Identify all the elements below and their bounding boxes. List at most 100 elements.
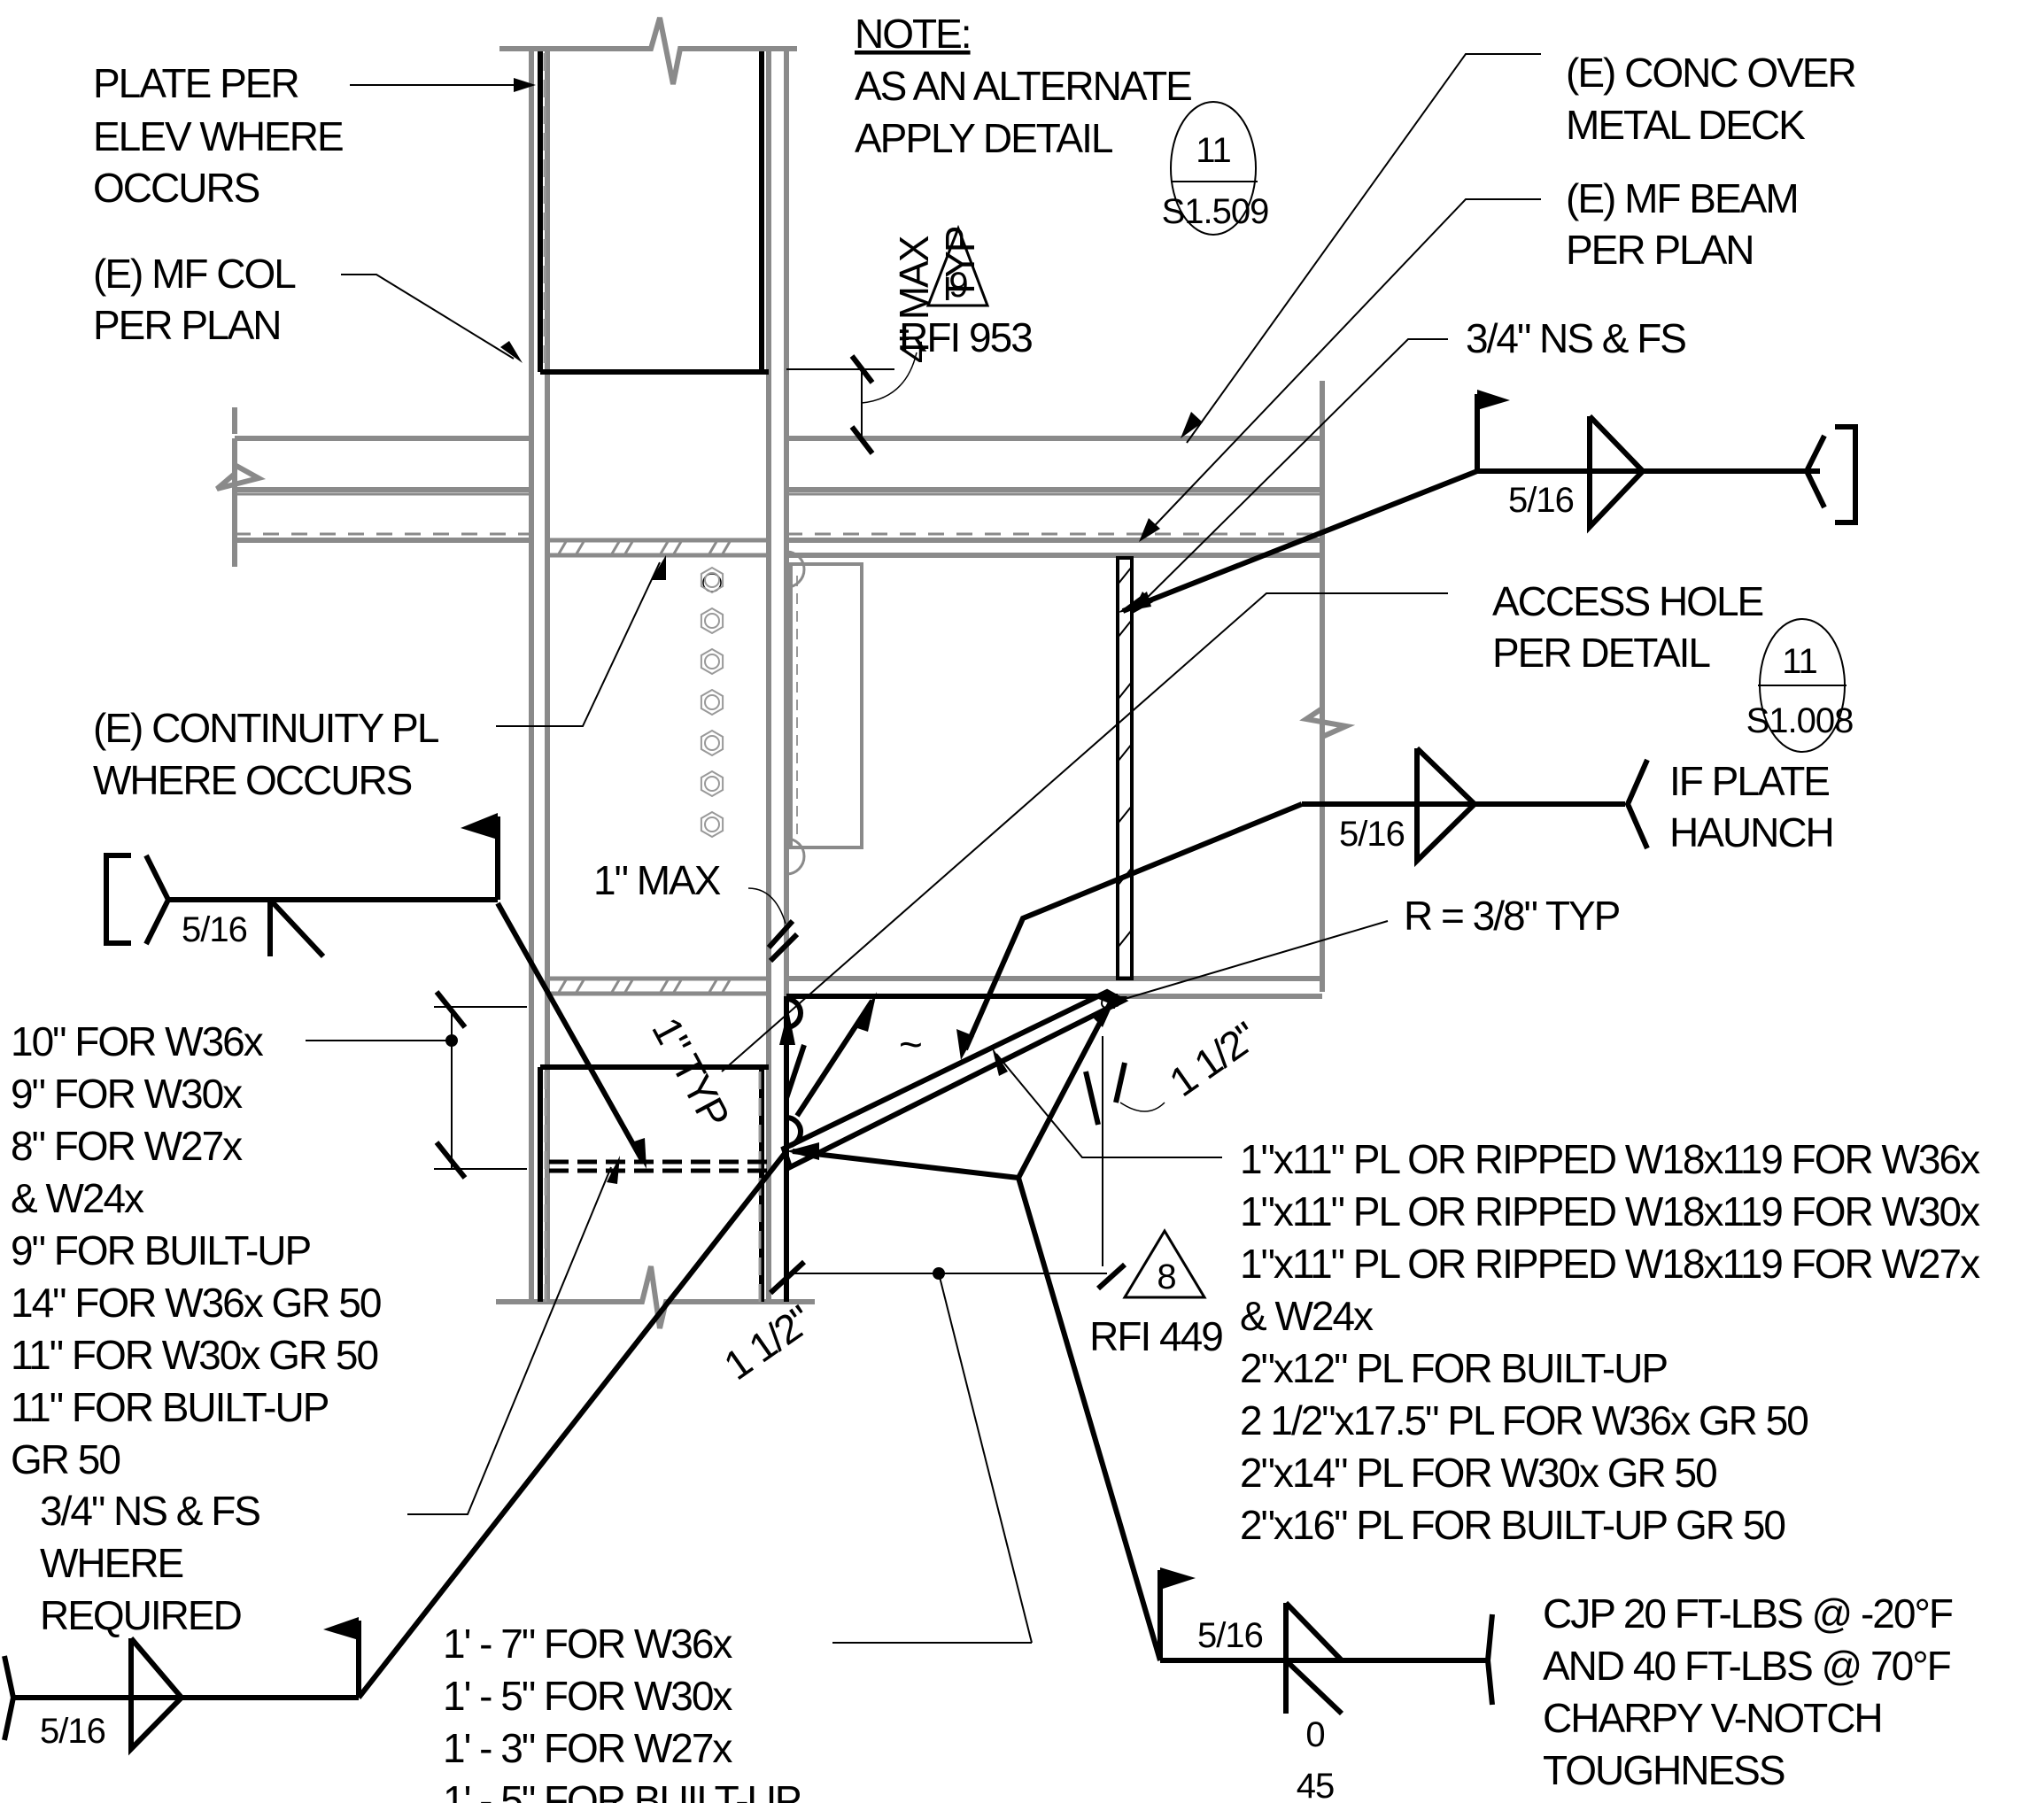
weld-groove-angle: 45 bbox=[1297, 1767, 1335, 1803]
list-item: 9" FOR BUILT-UP bbox=[11, 1227, 311, 1273]
callout-text: WHERE OCCURS bbox=[93, 757, 412, 803]
dim-text-4in-max: 4" MAX TYP bbox=[891, 227, 983, 363]
list-item: 2"x16" PL FOR BUILT-UP GR 50 bbox=[1240, 1502, 1785, 1548]
continuity-plate-bottom bbox=[545, 976, 771, 996]
weld-leaders bbox=[356, 468, 1479, 1699]
note-title: NOTE: bbox=[855, 11, 971, 57]
list-item: & W24x bbox=[1240, 1293, 1374, 1339]
callout-text: REQUIRED bbox=[40, 1592, 242, 1638]
dim-text-1in-max: 1" MAX bbox=[593, 857, 721, 903]
list-item: 14" FOR W36x GR 50 bbox=[11, 1280, 381, 1326]
weld-size-bottom-left: 5/16 bbox=[40, 1712, 105, 1751]
list-item: 1"x11" PL OR RIPPED W18x119 FOR W36x bbox=[1240, 1136, 1980, 1182]
haunch-plate-list: 1"x11" PL OR RIPPED W18x119 FOR W36x 1"x1… bbox=[1240, 1136, 1982, 1548]
bolt-icon bbox=[700, 607, 724, 635]
callout-text: TOUGHNESS bbox=[1543, 1747, 1785, 1793]
bolt-hole bbox=[704, 572, 720, 588]
stiffener-depth-list: 10" FOR W36x 9" FOR W30x 8" FOR W27x & W24x… bbox=[11, 1018, 383, 1482]
revision-label: RFI 953 bbox=[899, 314, 1032, 360]
list-item: 8" FOR W27x bbox=[11, 1123, 243, 1169]
callout-text: METAL DECK bbox=[1566, 102, 1806, 148]
callout-conc-over-deck: (E) CONC OVER METAL DECK bbox=[1566, 50, 1857, 148]
list-item: 1' - 7" FOR W36x bbox=[443, 1621, 732, 1667]
callout-text: 3/4" NS & FS bbox=[40, 1488, 259, 1534]
dim-text: 4" MAX bbox=[891, 236, 937, 363]
list-item: 11" FOR BUILT-UP bbox=[11, 1384, 329, 1430]
weld-size-right-haunch: 5/16 bbox=[1339, 815, 1405, 854]
callout-text: WHERE bbox=[40, 1540, 183, 1586]
bolt-hole bbox=[704, 816, 720, 832]
weld-root-opening: 0 bbox=[1305, 1715, 1324, 1754]
callout-mf-beam: (E) MF BEAM PER PLAN bbox=[1566, 175, 1800, 273]
weld-symbol-bottom-left bbox=[2, 1617, 361, 1756]
list-item: 1' - 5" FOR BUILT-UP bbox=[443, 1777, 801, 1803]
callout-ns-fs-top: 3/4" NS & FS bbox=[1466, 315, 1685, 361]
haunch bbox=[780, 988, 1129, 1302]
dim-text-1-1-2-bottom: 1 1/2" bbox=[716, 1296, 820, 1389]
dim-text: 1 1/2" bbox=[716, 1296, 820, 1389]
dim-haunch-plate-depth bbox=[1083, 1036, 1165, 1266]
callout-cjp-note: CJP 20 FT-LBS @ -20°F AND 40 FT-LBS @ 70… bbox=[1543, 1590, 1955, 1793]
shear-tab bbox=[786, 550, 863, 876]
callout-ns-fs-bottom: 3/4" NS & FS WHERE REQUIRED bbox=[40, 1488, 261, 1638]
detail-sheet: S1.008 bbox=[1746, 701, 1854, 740]
dim-4in-max bbox=[786, 352, 917, 455]
dim-text-approx: ~ bbox=[899, 1021, 921, 1067]
callout-access-hole: ACCESS HOLE PER DETAIL bbox=[1492, 578, 1765, 676]
callout-text: CJP 20 FT-LBS @ -20°F bbox=[1543, 1590, 1953, 1637]
callout-if-plate-haunch: IF PLATE HAUNCH bbox=[1669, 758, 1835, 855]
revision-label: RFI 449 bbox=[1089, 1313, 1222, 1359]
detail-number: 11 bbox=[1782, 642, 1817, 681]
weld-symbol-bottom-right bbox=[1157, 1567, 1495, 1716]
list-item: 1' - 3" FOR W27x bbox=[443, 1725, 732, 1771]
revision-number: 9 bbox=[948, 266, 967, 305]
beam-stiffener bbox=[1116, 556, 1134, 980]
detail-number: 11 bbox=[1196, 131, 1231, 170]
callout-text: (E) CONC OVER bbox=[1566, 50, 1855, 96]
callout-text: AND 40 FT-LBS @ 70°F bbox=[1543, 1643, 1951, 1689]
concrete-slab-left bbox=[215, 407, 531, 567]
weld-symbol-right-haunch bbox=[1302, 746, 1650, 868]
callout-text: (E) MF BEAM bbox=[1566, 175, 1798, 221]
callout-text: IF PLATE bbox=[1669, 758, 1829, 804]
note-line: AS AN ALTERNATE bbox=[855, 63, 1191, 109]
detail-sheet: S1.509 bbox=[1162, 192, 1269, 231]
list-item: & W24x bbox=[11, 1175, 144, 1221]
dim-text-1-1-2-right: 1 1/2" bbox=[1161, 1013, 1266, 1105]
list-item: 1' - 5" FOR W30x bbox=[443, 1673, 732, 1719]
callout-plate-per-elev: PLATE PER ELEV WHERE OCCURS bbox=[93, 60, 345, 211]
dim-text-1in-typ: 1" TYP bbox=[643, 1010, 739, 1134]
bolt-icon bbox=[700, 810, 724, 839]
revision-number: 8 bbox=[1157, 1257, 1175, 1296]
mf-column bbox=[496, 17, 815, 1329]
callout-text: (E) MF COL bbox=[93, 251, 296, 297]
weld-size-bottom-right: 5/16 bbox=[1197, 1616, 1263, 1655]
list-item: 9" FOR W30x bbox=[11, 1071, 243, 1117]
list-item: 2"x12" PL FOR BUILT-UP bbox=[1240, 1345, 1667, 1391]
list-item: 10" FOR W36x bbox=[11, 1018, 264, 1064]
concrete-slab-right bbox=[786, 381, 1356, 999]
detail-ref-s1008: 11 S1.008 bbox=[1746, 618, 1854, 753]
bolt-hole bbox=[704, 735, 720, 751]
callout-text: PER DETAIL bbox=[1492, 630, 1710, 676]
weld-size-left: 5/16 bbox=[182, 910, 247, 949]
haunch-length-list: 1' - 7" FOR W36x 1' - 5" FOR W30x 1' - 3" … bbox=[443, 1621, 802, 1803]
weld-size-top-right: 5/16 bbox=[1508, 481, 1574, 520]
callout-radius: R = 3/8" TYP bbox=[1404, 893, 1620, 939]
bolt-icon bbox=[700, 729, 724, 757]
bolt-group bbox=[700, 566, 724, 839]
bolt-hole bbox=[704, 654, 720, 669]
column-top-plate bbox=[538, 51, 769, 375]
bolt-hole bbox=[704, 613, 720, 629]
leaders bbox=[341, 53, 1541, 1515]
callout-text: PLATE PER bbox=[93, 60, 298, 106]
list-item: GR 50 bbox=[11, 1436, 120, 1482]
bolt-icon bbox=[700, 566, 724, 594]
bolt-hole bbox=[704, 694, 720, 710]
callout-mf-col: (E) MF COL PER PLAN bbox=[93, 251, 298, 348]
dim-text: 1" TYP bbox=[643, 1010, 739, 1134]
list-item: 1"x11" PL OR RIPPED W18x119 FOR W27x bbox=[1240, 1241, 1980, 1287]
weld-symbol-top-right bbox=[1475, 390, 1858, 534]
continuity-plate-top bbox=[545, 538, 771, 558]
